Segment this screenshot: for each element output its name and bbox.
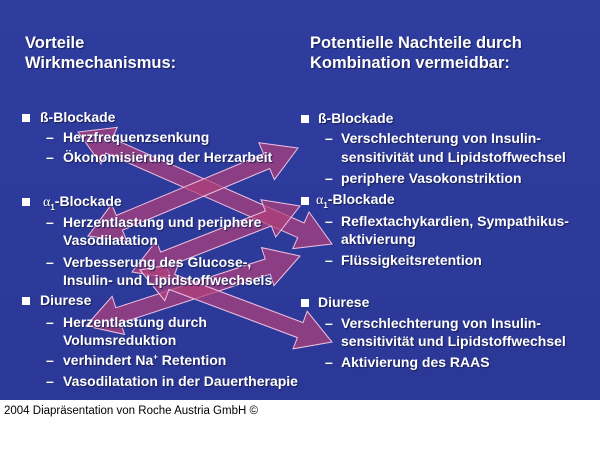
arrows-overlay bbox=[77, 126, 333, 350]
dash-icon: – bbox=[46, 214, 54, 230]
left-item: Verbesserung des Glucose-, bbox=[63, 254, 252, 270]
left-item: Volumsreduktion bbox=[63, 332, 177, 348]
dash-icon: – bbox=[325, 213, 333, 229]
right-item: Verschlechterung von Insulin- bbox=[341, 130, 541, 146]
dash-icon: – bbox=[325, 252, 333, 268]
left-alpha-heading: α1-Blockade bbox=[43, 193, 122, 212]
left-item: Herzentlastung durch bbox=[63, 314, 207, 330]
bullet-icon bbox=[301, 299, 309, 307]
dash-icon: – bbox=[46, 373, 54, 389]
dash-icon: – bbox=[325, 130, 333, 146]
dash-icon: – bbox=[46, 129, 54, 145]
left-item: verhindert Na+ Retention bbox=[63, 352, 227, 368]
bullet-icon bbox=[301, 197, 309, 205]
double-arrow-icon bbox=[139, 262, 333, 350]
bullet-icon bbox=[22, 114, 30, 122]
dash-icon: – bbox=[325, 315, 333, 331]
right-item: sensitivität und Lipidstoffwechsel bbox=[341, 149, 566, 165]
right-item: Reflextachykardien, Sympathikus- bbox=[341, 213, 569, 229]
right-item: Verschlechterung von Insulin- bbox=[341, 315, 541, 331]
right-alpha-heading: α1-Blockade bbox=[316, 191, 395, 210]
left-beta-heading: ß-Blockade bbox=[40, 109, 116, 125]
left-item: Insulin- und Lipidstoffwechsels bbox=[63, 272, 273, 288]
left-item: Vasodilatation in der Dauertherapie bbox=[63, 373, 298, 389]
double-arrow-icon bbox=[87, 142, 299, 242]
right-item: sensitivität und Lipidstoffwechsel bbox=[341, 333, 566, 349]
dash-icon: – bbox=[46, 254, 54, 270]
right-beta-heading: ß-Blockade bbox=[318, 110, 394, 126]
dash-icon: – bbox=[46, 314, 54, 330]
left-item: Herzentlastung und periphere bbox=[63, 214, 262, 230]
dash-icon: – bbox=[325, 354, 333, 370]
right-item: Flüssigkeitsretention bbox=[341, 252, 482, 268]
dash-icon: – bbox=[46, 352, 54, 368]
left-item: Vasodilatation bbox=[63, 232, 158, 248]
bullet-icon bbox=[301, 115, 309, 123]
right-item: Aktivierung des RAAS bbox=[341, 354, 490, 370]
left-item: Herzfrequenzsenkung bbox=[63, 129, 210, 145]
right-item: periphere Vasokonstriktion bbox=[341, 170, 522, 186]
dash-icon: – bbox=[46, 149, 54, 165]
right-item: aktivierung bbox=[341, 231, 416, 247]
bullet-icon bbox=[22, 297, 30, 305]
dash-icon: – bbox=[325, 170, 333, 186]
left-diurese-heading: Diurese bbox=[40, 292, 92, 308]
bullet-icon bbox=[22, 198, 30, 206]
left-item: Ökonomisierung der Herzarbeit bbox=[63, 149, 273, 165]
right-diurese-heading: Diurese bbox=[318, 294, 370, 310]
copyright-caption: 2004 Diapräsentation von Roche Austria G… bbox=[4, 405, 258, 417]
